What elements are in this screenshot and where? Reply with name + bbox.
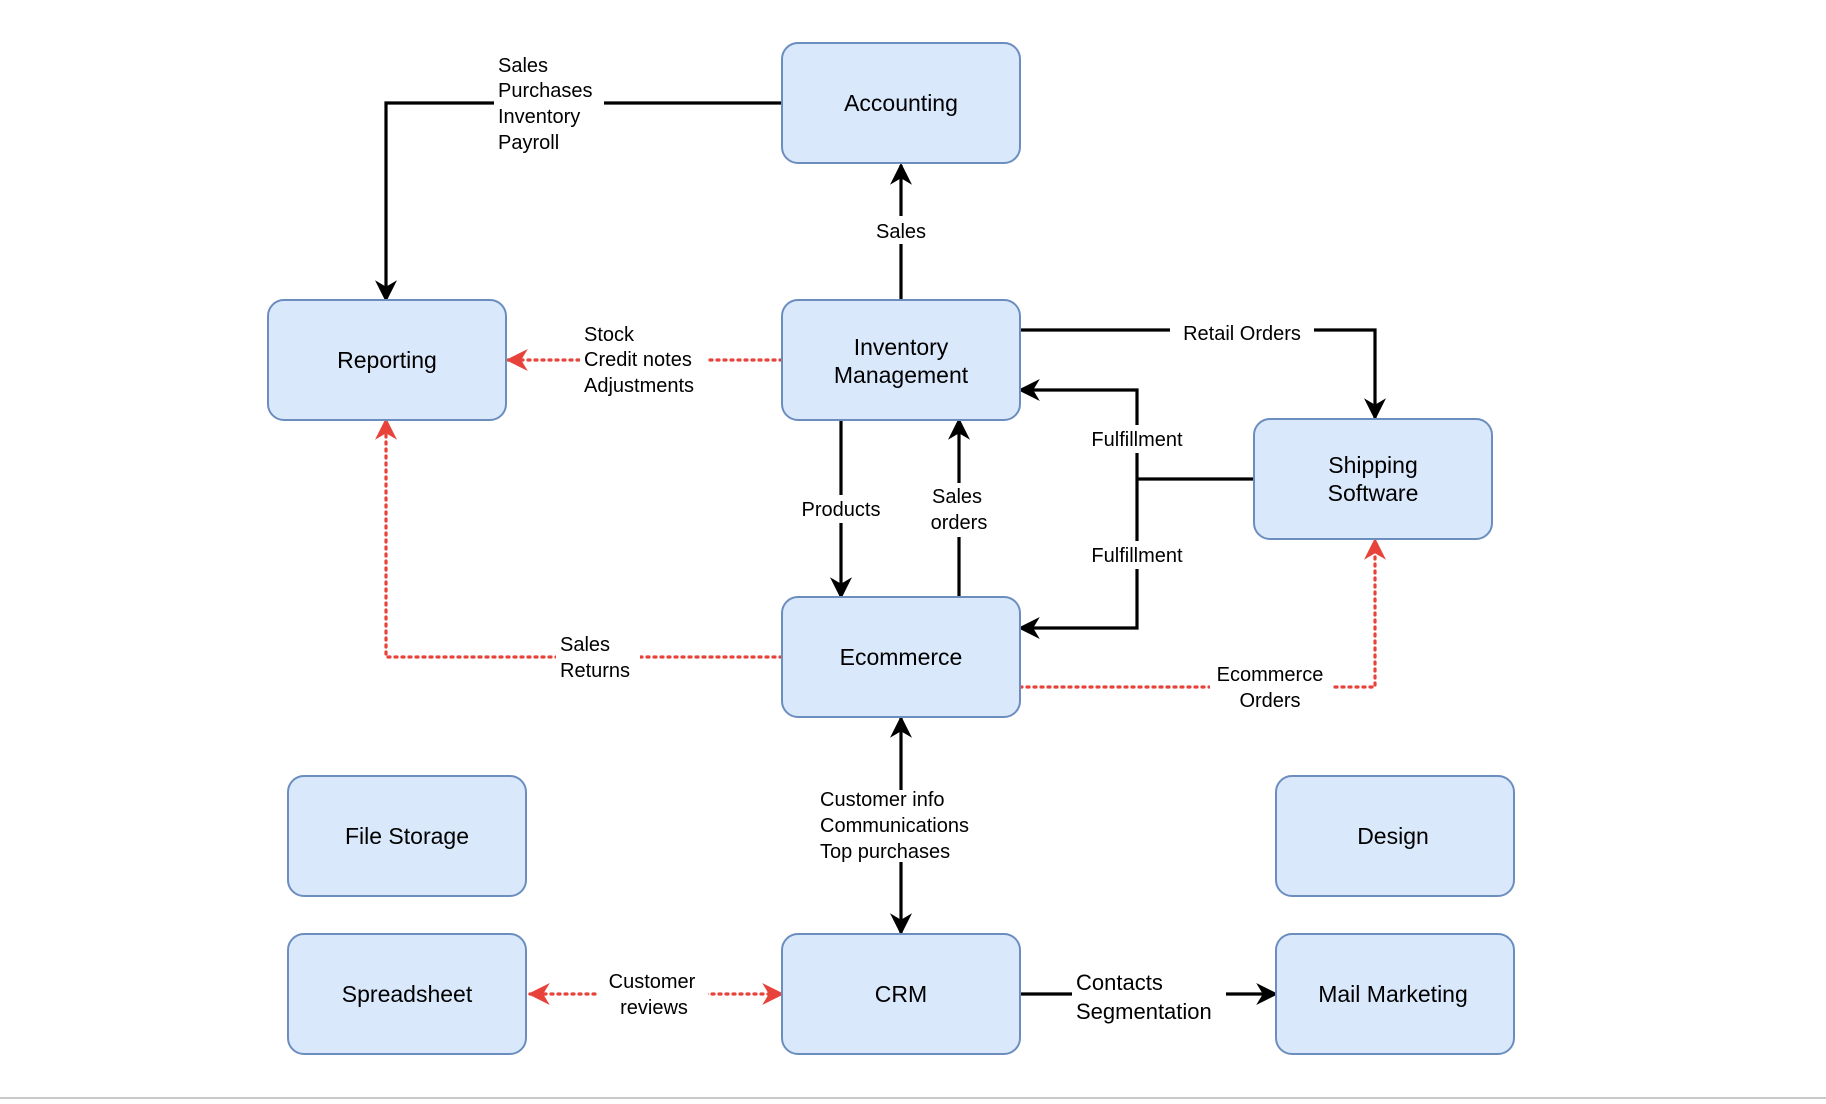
node-label: Inventory (854, 334, 949, 360)
node-spreadsheet[interactable]: Spreadsheet (287, 933, 527, 1055)
node-file-storage[interactable]: File Storage (287, 775, 527, 897)
node-label: Reporting (337, 347, 437, 373)
edge-ecommerce-to-inventory: Sales orders (924, 417, 994, 597)
bottom-divider (0, 1097, 1826, 1099)
node-label: Mail Marketing (1318, 981, 1468, 1007)
node-label: Spreadsheet (342, 981, 473, 1007)
node-label: File Storage (345, 823, 469, 849)
edge-ecommerce-to-shipping: Ecommerce Orders (1018, 537, 1386, 716)
edge-label-line: Sales (560, 634, 610, 656)
edge-label-line: Fulfillment (1091, 545, 1183, 567)
edge-label-line: Top purchases (820, 841, 950, 863)
edge-inventory-to-shipping: Retail Orders (1020, 318, 1386, 421)
node-ecommerce[interactable]: Ecommerce (781, 596, 1021, 718)
edge-label-line: Sales (498, 55, 548, 77)
edge-label-line: Stock (584, 324, 635, 346)
node-label: Management (834, 362, 969, 388)
edge-label-line: Sales (932, 486, 982, 508)
node-shipping-software[interactable]: Shipping Software (1253, 418, 1493, 540)
edge-label-line: Purchases (498, 80, 593, 102)
edge-label-line: Credit notes (584, 349, 692, 371)
edge-inventory-to-reporting: Stock Credit notes Adjustments (505, 320, 784, 400)
node-label: Software (1328, 480, 1419, 506)
edge-label-line: Communications (820, 815, 969, 837)
edge-label-line: Fulfillment (1091, 429, 1183, 451)
edge-label-line: orders (931, 512, 988, 534)
node-reporting[interactable]: Reporting (267, 299, 507, 421)
edge-inventory-to-accounting: Sales (870, 162, 932, 300)
node-label: Shipping (1328, 452, 1418, 478)
edge-spreadsheet-crm: Customer reviews (527, 966, 785, 1022)
edge-label-line: Customer (609, 971, 696, 993)
edge-label-line: Ecommerce (1217, 664, 1324, 686)
node-label: Design (1357, 823, 1429, 849)
edge-label-line: Products (802, 499, 881, 521)
edge-label-line: Customer info (820, 789, 945, 811)
edge-accounting-to-reporting: Sales Purchases Inventory Payroll (375, 52, 782, 303)
node-mail-marketing[interactable]: Mail Marketing (1275, 933, 1515, 1055)
edge-label-line: Segmentation (1076, 999, 1212, 1024)
edge-ecommerce-crm: Customer info Communications Top purchas… (820, 715, 969, 936)
node-accounting[interactable]: Accounting (781, 42, 1021, 164)
node-design[interactable]: Design (1275, 775, 1515, 897)
edge-label-line: Adjustments (584, 375, 694, 397)
edge-label-line: Orders (1239, 690, 1300, 712)
edge-label-line: Inventory (498, 106, 580, 128)
node-inventory-management[interactable]: Inventory Management (781, 299, 1021, 421)
node-label: Ecommerce (840, 644, 963, 670)
node-crm[interactable]: CRM (781, 933, 1021, 1055)
edge-inventory-to-ecommerce: Products (796, 420, 886, 600)
edge-ecommerce-to-reporting: Sales Returns (375, 417, 784, 686)
node-label: Accounting (844, 90, 958, 116)
node-label: CRM (875, 981, 927, 1007)
edge-label-line: reviews (620, 997, 688, 1019)
edge-crm-to-mail: Contacts Segmentation (1020, 966, 1279, 1026)
edge-label-line: Payroll (498, 132, 559, 154)
edge-shipping-fulfillment: Fulfillment Fulfillment (1017, 379, 1254, 639)
edge-label-line: Contacts (1076, 970, 1163, 995)
edge-label-line: Retail Orders (1183, 323, 1301, 345)
edge-label-line: Returns (560, 660, 630, 682)
edge-label-line: Sales (876, 221, 926, 243)
